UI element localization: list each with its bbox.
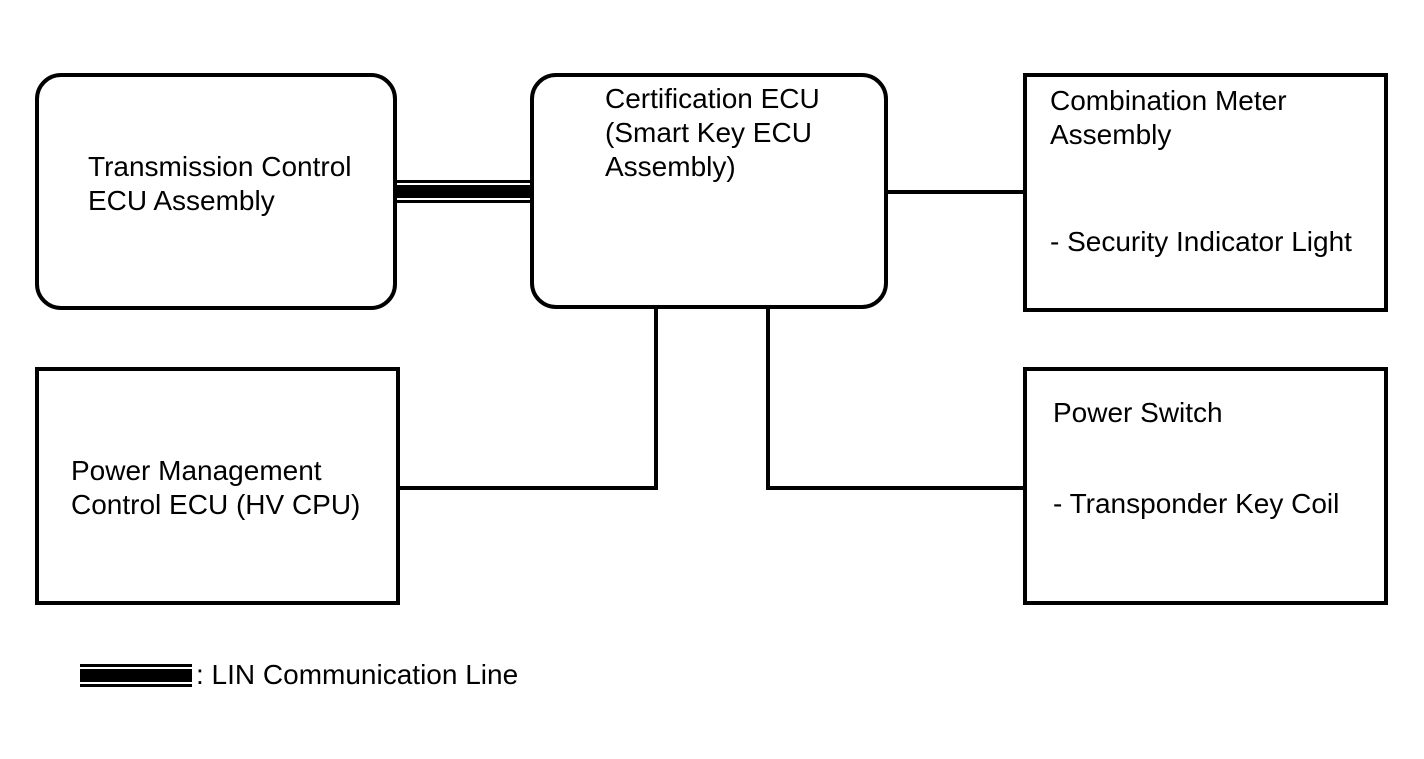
legend-lin-line-swatch [80, 663, 192, 687]
box-transmission-control-ecu-label: Transmission Control ECU Assembly [88, 151, 352, 216]
box-combination-meter-item-security-indicator-light: - Security Indicator Light [1050, 226, 1352, 257]
box-certification-ecu: Certification ECU (Smart Key ECU Assembl… [530, 73, 888, 309]
box-transmission-control-ecu: Transmission Control ECU Assembly [35, 73, 397, 310]
box-power-switch-title: Power Switch [1053, 397, 1223, 428]
connector-certification-down-left [654, 307, 658, 490]
connector-certification-to-combination-meter [884, 190, 1025, 194]
box-certification-ecu-label: Certification ECU (Smart Key ECU Assembl… [605, 83, 820, 182]
box-combination-meter-assembly: Combination Meter Assembly - Security In… [1023, 73, 1388, 312]
legend-lin-line-label: : LIN Communication Line [196, 659, 519, 690]
box-power-management-control-ecu: Power Management Control ECU (HV CPU) [35, 367, 400, 605]
connector-to-power-management [397, 486, 658, 490]
box-combination-meter-title: Combination Meter Assembly [1050, 85, 1287, 150]
box-power-switch-item-transponder-key-coil: - Transponder Key Coil [1053, 488, 1340, 519]
lin-communication-line-connector [397, 180, 530, 203]
connector-to-power-switch [766, 486, 1026, 490]
connector-certification-down-right [766, 307, 770, 490]
box-power-switch: Power Switch - Transponder Key Coil [1023, 367, 1388, 605]
box-power-management-control-ecu-label: Power Management Control ECU (HV CPU) [71, 455, 361, 520]
legend: : LIN Communication Line [80, 658, 518, 692]
